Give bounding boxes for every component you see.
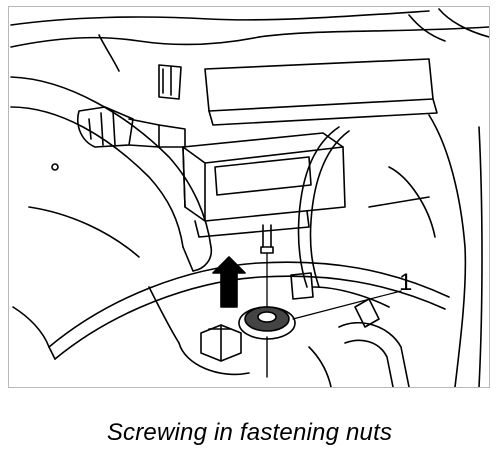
hose-connector <box>77 106 186 148</box>
upper-housing <box>158 58 438 126</box>
misc-details <box>12 163 332 387</box>
control-unit <box>182 132 346 238</box>
figure-caption: Screwing in fastening nuts <box>106 419 393 446</box>
engine-bay-line-drawing <box>10 8 489 387</box>
hex-nut-lower-left <box>178 324 250 376</box>
technical-illustration: 1 <box>8 6 490 388</box>
wiring-harness <box>290 126 390 308</box>
fastening-nut <box>238 306 296 378</box>
callout-leader-line <box>292 290 402 320</box>
lower-pipe <box>48 261 450 360</box>
left-bracket <box>10 76 213 272</box>
engine-cover-lines <box>10 8 489 72</box>
right-side-components <box>338 114 483 387</box>
direction-arrow <box>212 256 246 308</box>
callout-number-1: 1 <box>399 269 413 296</box>
